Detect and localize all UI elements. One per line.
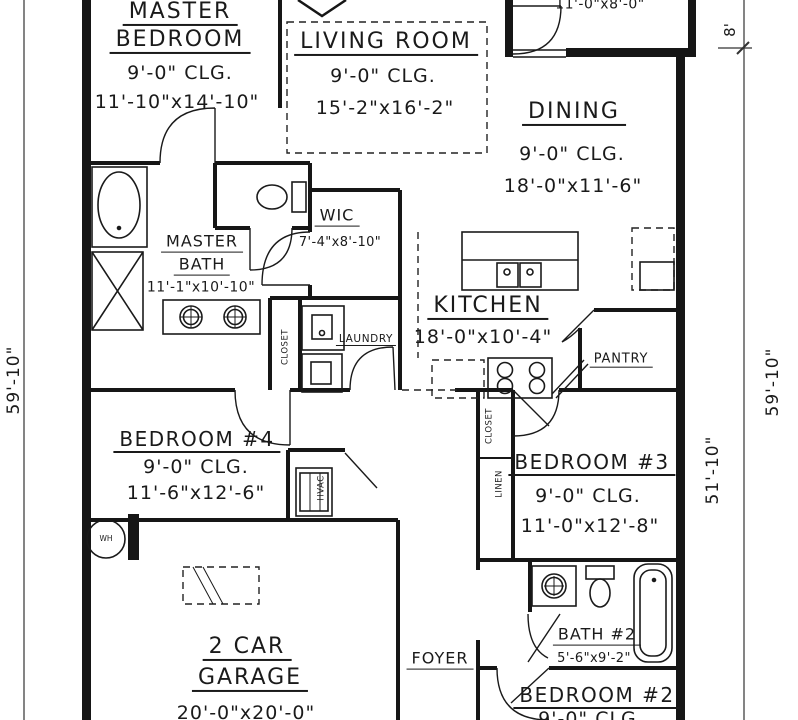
porch-right-wall	[688, 0, 696, 57]
bedroom3-name: BEDROOM #3	[508, 452, 676, 476]
kitchen-size: 18'-0"x10'-4"	[413, 326, 553, 349]
bedroom4-size: 11'-6"x12'-6"	[126, 482, 266, 505]
interior-walls	[90, 0, 676, 720]
porch-depth-label: 8'	[721, 23, 740, 37]
fixtures	[86, 166, 675, 663]
dining-cabinet	[639, 261, 675, 291]
dimension-lines	[23, 0, 752, 720]
bedroom3-door	[512, 389, 560, 437]
water-closet-door	[249, 227, 293, 271]
master-bath-name-2: BATH	[173, 256, 231, 276]
hvac-label: HVAC	[316, 475, 327, 501]
kitchen-dashed-boundary	[402, 232, 458, 391]
dining-name: DINING	[522, 100, 626, 127]
master-vanity-sinks	[162, 299, 261, 335]
bed3-closet-label: CLOSET	[484, 407, 495, 445]
doors	[159, 5, 595, 720]
left-dimension-label: 59'-10"	[4, 345, 25, 415]
bath2-size: 5'-6"x9'-2"	[557, 651, 631, 667]
stove	[487, 357, 553, 399]
master-bedroom-ceiling: 9'-0" CLG.	[127, 62, 233, 85]
water-heater	[86, 514, 139, 560]
dimension-tick	[736, 41, 750, 55]
porch-door	[512, 5, 562, 55]
right-exterior-wall	[676, 48, 685, 720]
bath2-name: BATH #2	[552, 626, 642, 646]
dining-ceiling: 9'-0" CLG.	[519, 143, 625, 166]
dryer	[301, 305, 345, 351]
living-room-ceiling: 9'-0" CLG.	[330, 65, 436, 88]
porch-left-wall	[505, 0, 513, 57]
water-heater-label: WH	[99, 534, 113, 544]
wic-name: WIC	[314, 207, 360, 227]
master-bedroom-size: 11'-10"x14'-10"	[94, 91, 260, 114]
master-bath-size: 11'-1"x10'-10"	[146, 279, 256, 296]
pantry-name: PANTRY	[589, 353, 653, 368]
master-bath-name-1: MASTER	[161, 233, 243, 253]
hall-closet-label: CLOSET	[280, 328, 291, 366]
dining-size: 18'-0"x11'-6"	[503, 175, 643, 198]
porch-size: 11'-0"x8'-0"	[555, 0, 645, 13]
master-bath-door	[261, 231, 311, 286]
master-bedroom-name-1: MASTER	[122, 0, 238, 27]
linen-label: LINEN	[494, 470, 505, 498]
kitchen-counter-dashed	[431, 359, 485, 399]
bath2-vanity-sink	[531, 565, 577, 607]
porch-bottom-wall	[566, 48, 690, 57]
pantry-door	[561, 309, 595, 343]
laundry-name: LAUNDRY	[335, 333, 397, 347]
bedroom2-ceiling: 9'-0" CLG.	[538, 708, 644, 720]
kitchen-name: KITCHEN	[427, 294, 549, 321]
master-tub	[91, 166, 148, 248]
wic-size: 7'-4"x8'-10"	[298, 235, 382, 251]
living-room-size: 15'-2"x16'-2"	[315, 97, 455, 120]
fireplace	[297, 0, 347, 18]
garage-name-1: 2 CAR	[202, 635, 292, 662]
master-shower	[91, 251, 144, 331]
hvac-door	[344, 452, 378, 489]
bedroom4-door	[234, 389, 291, 446]
bath2-toilet	[585, 565, 615, 608]
master-bedroom-name-2: BEDROOM	[109, 28, 251, 55]
kitchen-angled-door	[551, 359, 589, 399]
bedroom3-ceiling: 9'-0" CLG.	[535, 485, 641, 508]
left-exterior-wall	[82, 0, 91, 720]
attic-hatch-marks	[192, 566, 224, 605]
living-room-dashed-boundary	[286, 21, 488, 154]
garage-size: 20'-0"x20'-0"	[176, 702, 316, 720]
exterior-walls	[82, 0, 696, 720]
bath2-tub	[633, 563, 673, 663]
washer	[301, 353, 343, 393]
bedroom3-size: 11'-0"x12'-8"	[520, 515, 660, 538]
living-room-name: LIVING ROOM	[294, 30, 478, 57]
right-inner-dimension-label: 51'-10"	[703, 435, 724, 505]
master-toilet	[256, 181, 307, 213]
master-bedroom-door	[159, 107, 216, 164]
garage-attic-access	[182, 566, 260, 605]
bedroom2-door	[496, 667, 550, 720]
bath2-door	[527, 613, 561, 663]
bedroom4-name: BEDROOM #4	[113, 429, 281, 453]
dining-cabinet-dashed	[631, 227, 675, 291]
bedroom2-name: BEDROOM #2	[513, 685, 681, 709]
kitchen-island-sink	[461, 231, 579, 291]
hvac-unit	[295, 467, 333, 517]
right-outer-dimension-label: 59'-10"	[763, 347, 784, 417]
bedroom4-ceiling: 9'-0" CLG.	[143, 456, 249, 479]
foyer-name: FOYER	[406, 650, 474, 670]
garage-name-2: GARAGE	[191, 666, 309, 693]
laundry-door	[349, 346, 396, 391]
